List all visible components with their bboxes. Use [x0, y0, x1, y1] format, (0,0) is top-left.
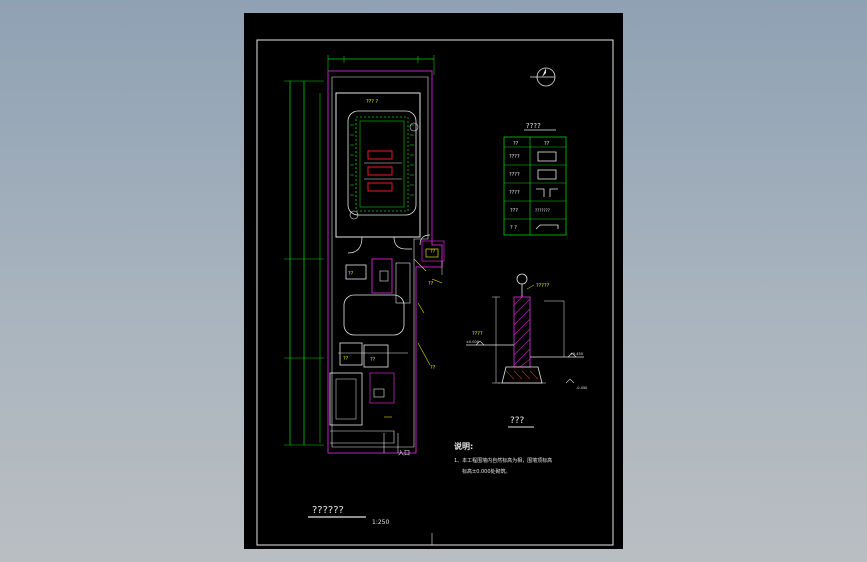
- legend-row-5-label: ? ?: [510, 225, 517, 231]
- plan-title: ??????: [312, 505, 344, 516]
- legend-row-2-label: ????: [509, 172, 520, 178]
- section-level-right: +0.450: [570, 352, 583, 356]
- plan-callout-4: ??: [370, 357, 376, 363]
- site-plan: ??? ? ?? ?? ?? ?? ?? ?? 入口: [284, 55, 445, 457]
- plan-callout-1: ??: [430, 249, 436, 255]
- legend-row-3-label: ????: [509, 190, 520, 196]
- plan-label-entrance: 入口: [398, 450, 410, 457]
- legend-header-col2: ??: [544, 141, 550, 147]
- legend-row-4-label: ???: [510, 208, 518, 214]
- drawing-border: [256, 39, 614, 546]
- notes-line-2: 标高±0.000处砌筑。: [462, 468, 511, 475]
- notes-heading: 说明:: [454, 441, 473, 451]
- section-level-left: ±0.000: [466, 340, 479, 344]
- legend-symbol-step-line: [535, 224, 559, 230]
- legend: ???? ?? ?? ???? ???? ???? ??? ? ? ??????…: [503, 122, 567, 236]
- cad-drawing: ??? ? ?? ?? ?? ?? ?? ?? 入口 ?????? 1:250 …: [256, 39, 614, 546]
- plan-callout-2: ??: [428, 281, 434, 287]
- legend-row-1-label: ????: [509, 154, 520, 160]
- notes: 说明: 1、本工程围墙内自然标高为相，围墙顶标高 标高±0.000处砌筑。: [454, 441, 552, 475]
- plan-label-top-building: ??? ?: [366, 99, 379, 105]
- section-top-label: ?????: [536, 283, 550, 289]
- drawing-sheet: ??? ? ?? ?? ?? ?? ?? ?? 入口 ?????? 1:250 …: [244, 13, 623, 549]
- plan-label-lot-b: ??: [343, 356, 349, 362]
- legend-header-col1: ??: [513, 141, 519, 147]
- section-title: ???: [510, 416, 525, 426]
- plan-callout-3: ??: [430, 365, 436, 371]
- plan-label-lot-a: ??: [348, 271, 354, 277]
- section-level-bottom: -0.450: [576, 386, 587, 390]
- legend-symbol-rect-2: [537, 169, 557, 180]
- notes-line-1: 1、本工程围墙内自然标高为相，围墙顶标高: [454, 457, 552, 464]
- north-arrow: N: [530, 67, 556, 87]
- section-left-label: ????: [472, 331, 483, 337]
- wall-section: ????? ???? ±0.000 +0.450 -0.450 ???: [466, 273, 587, 428]
- plan-scale: 1:250: [372, 519, 389, 526]
- legend-symbol-corner-lines: [536, 188, 558, 197]
- legend-symbol-rect-1: [537, 151, 557, 162]
- legend-title: ????: [526, 122, 541, 130]
- legend-symbol-text: ???????: [535, 208, 550, 213]
